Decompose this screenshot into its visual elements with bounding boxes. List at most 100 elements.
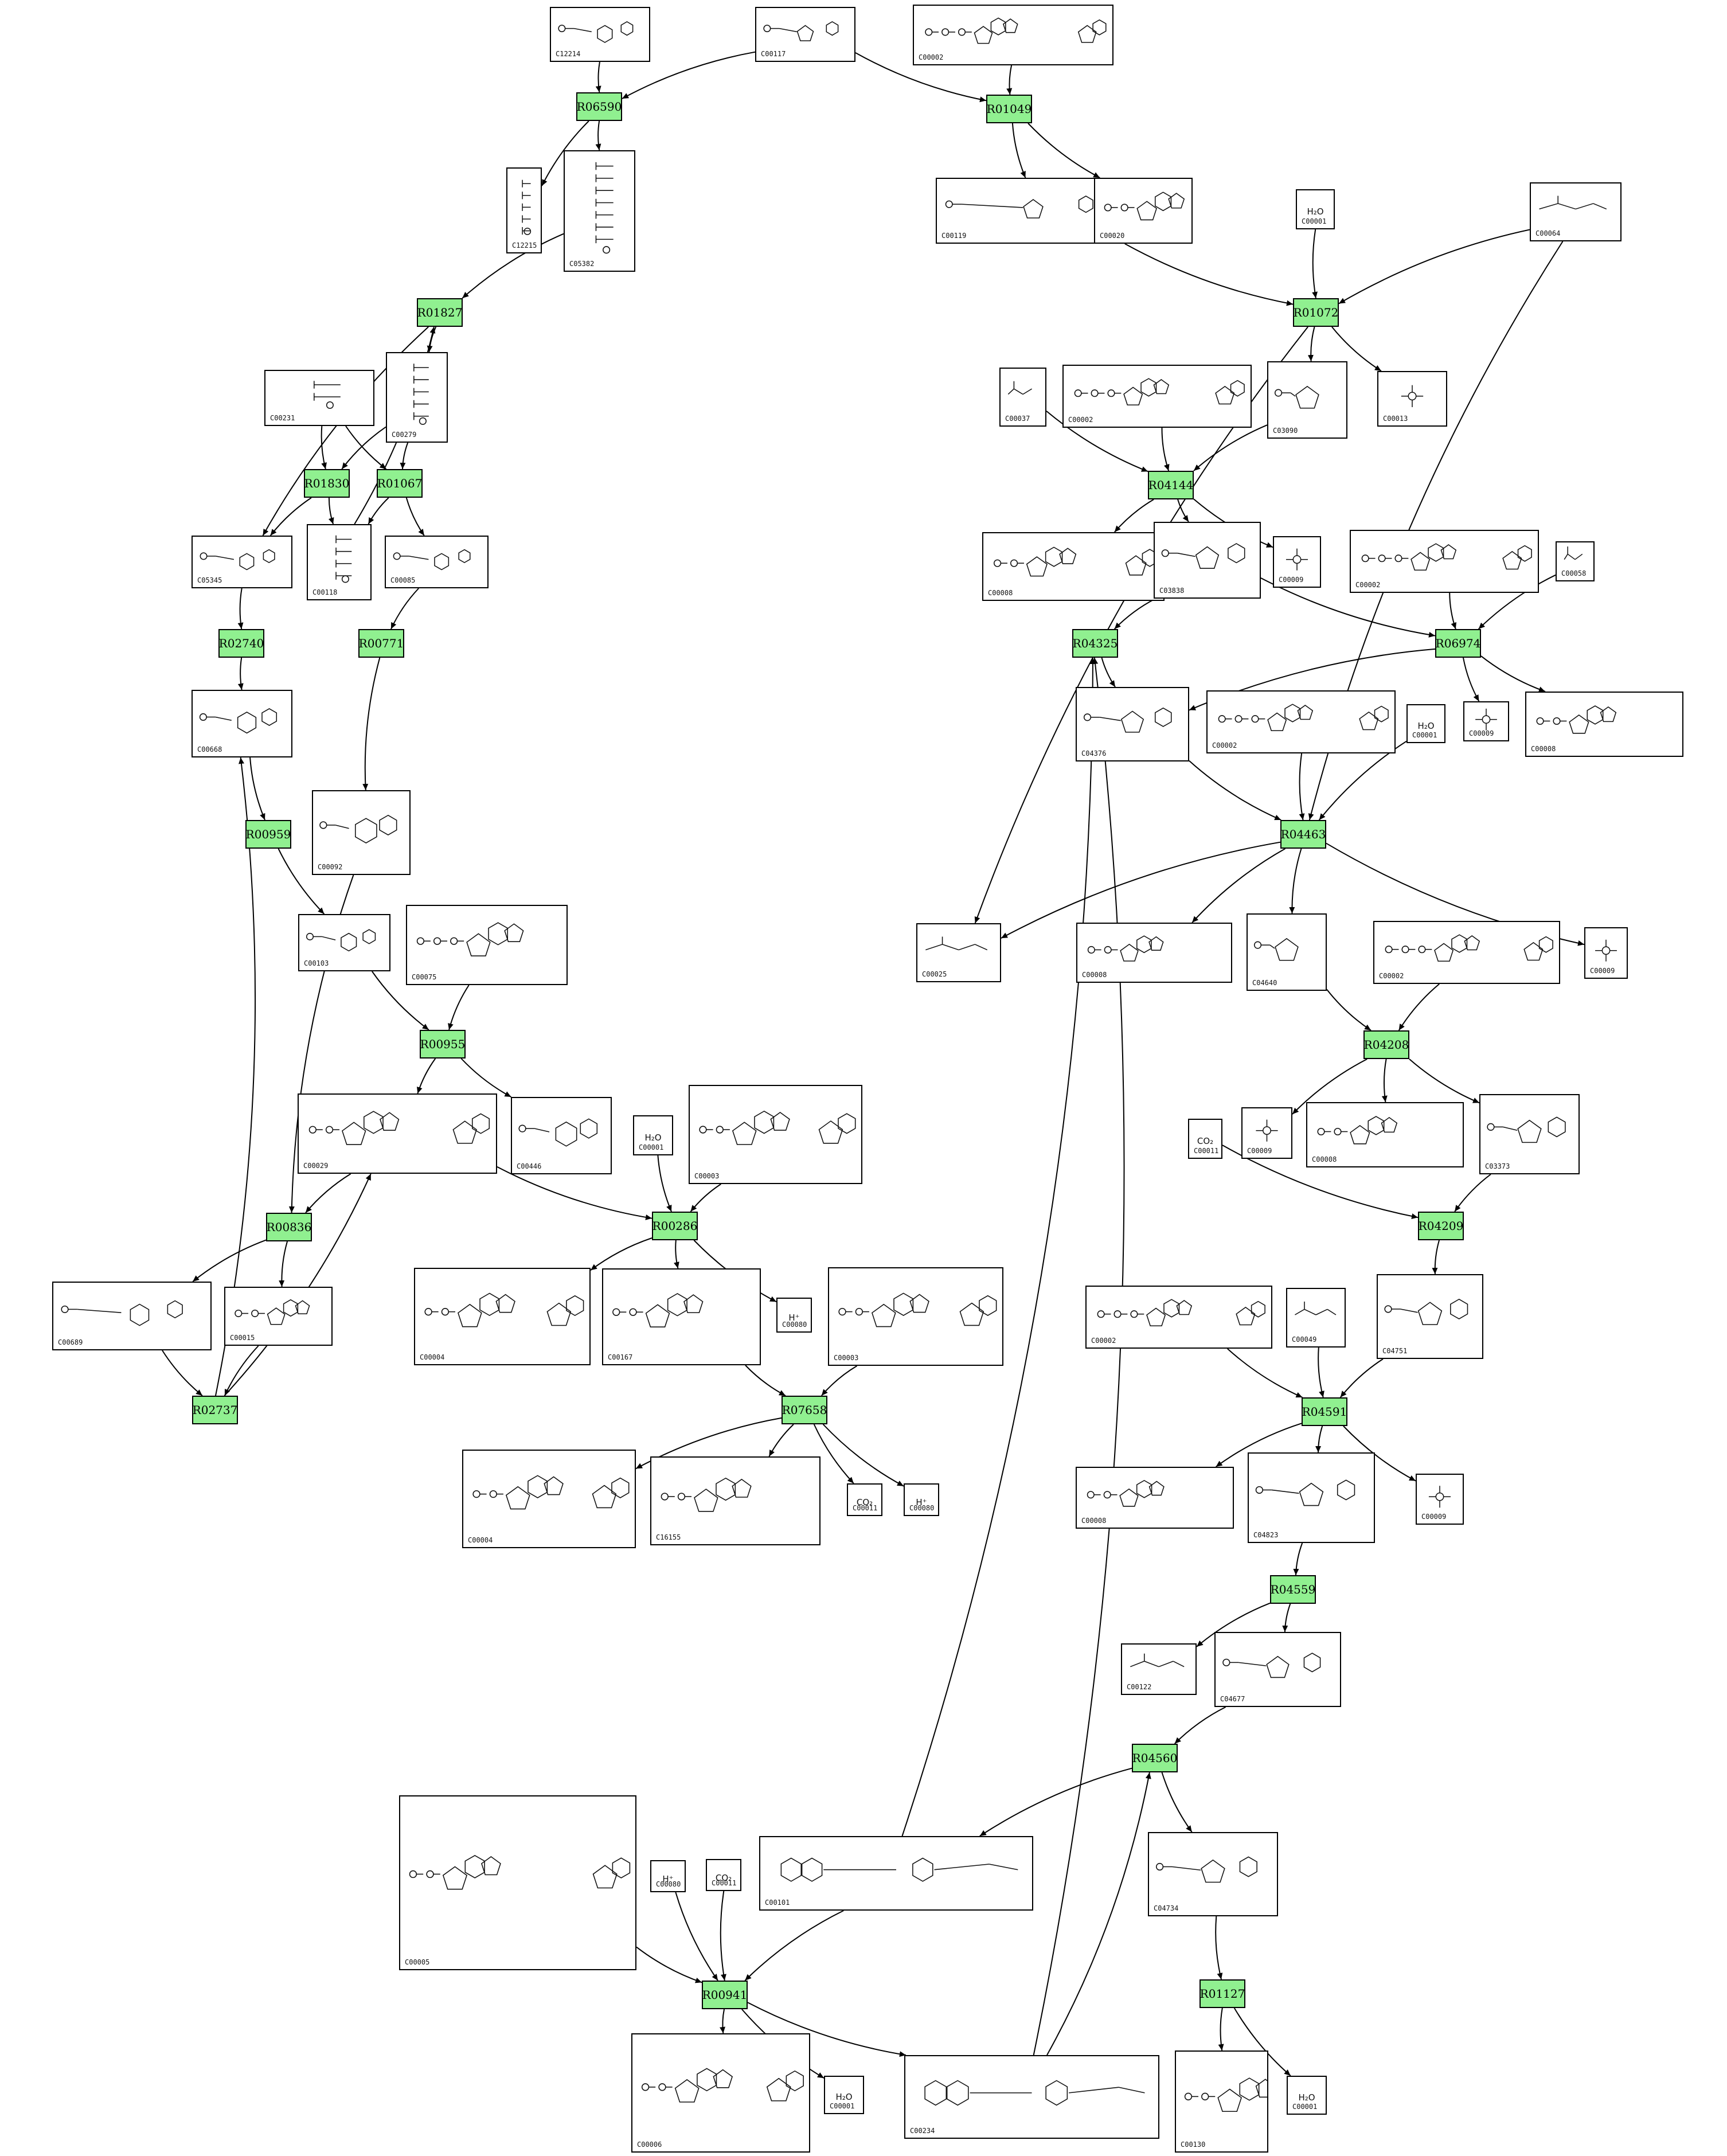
compound-c00075[interactable]: C00075 — [406, 905, 568, 985]
reaction-node-r01067[interactable]: R01067 — [377, 469, 423, 498]
reaction-node-r04559[interactable]: R04559 — [1270, 1575, 1316, 1604]
compound-c04376[interactable]: C04376 — [1076, 687, 1189, 761]
sugar-phosphate-structure-icon — [518, 1118, 598, 1147]
reaction-node-r04591[interactable]: R04591 — [1302, 1397, 1347, 1426]
reaction-node-r02737[interactable]: R02737 — [192, 1396, 238, 1424]
compound-c00049[interactable]: C00049 — [1286, 1288, 1346, 1348]
reaction-node-r01830[interactable]: R01830 — [304, 469, 350, 498]
reaction-node-r00771[interactable]: R00771 — [358, 629, 404, 658]
compound-c00103[interactable]: C00103 — [298, 914, 390, 971]
compound-c00002[interactable]: C00002 — [1085, 1286, 1272, 1349]
compound-c00080[interactable]: H⁺C00080 — [904, 1483, 939, 1516]
compound-c03838[interactable]: C03838 — [1154, 522, 1261, 599]
compound-c00015[interactable]: C00015 — [224, 1287, 333, 1346]
compound-c00009[interactable]: C00009 — [1416, 1474, 1464, 1525]
reaction-node-r01072[interactable]: R01072 — [1293, 298, 1339, 327]
compound-c00002[interactable]: C00002 — [1062, 365, 1252, 428]
compound-c00008[interactable]: C00008 — [982, 532, 1165, 601]
compound-c00689[interactable]: C00689 — [52, 1282, 212, 1350]
compound-c00101[interactable]: C00101 — [759, 1836, 1033, 1911]
reaction-node-r04325[interactable]: R04325 — [1072, 629, 1118, 658]
compound-c05382[interactable]: C05382 — [564, 150, 635, 272]
compound-c00117[interactable]: C00117 — [755, 7, 855, 62]
reaction-node-r02740[interactable]: R02740 — [218, 629, 264, 658]
compound-c00002[interactable]: C00002 — [1373, 921, 1560, 984]
compound-c00029[interactable]: C00029 — [298, 1093, 497, 1174]
reaction-node-r04209[interactable]: R04209 — [1418, 1212, 1464, 1240]
compound-c00009[interactable]: C00009 — [1584, 927, 1628, 979]
compound-c00058[interactable]: C00058 — [1556, 541, 1595, 581]
compound-c00002[interactable]: C00002 — [1350, 530, 1539, 593]
compound-c00122[interactable]: C00122 — [1121, 1643, 1197, 1695]
compound-c00009[interactable]: C00009 — [1273, 536, 1321, 588]
compound-c00008[interactable]: C00008 — [1076, 923, 1232, 983]
compound-c00446[interactable]: C00446 — [511, 1097, 612, 1174]
compound-c00004[interactable]: C00004 — [462, 1450, 636, 1548]
compound-c00025[interactable]: C00025 — [916, 923, 1001, 982]
compound-c00009[interactable]: C00009 — [1241, 1107, 1292, 1159]
compound-c00064[interactable]: C00064 — [1530, 182, 1621, 241]
compound-c00234[interactable]: C00234 — [904, 2055, 1159, 2139]
compound-c00080[interactable]: H⁺C00080 — [776, 1298, 812, 1333]
compound-c00167[interactable]: C00167 — [602, 1268, 761, 1365]
compound-id-label: C00037 — [1005, 415, 1030, 423]
reaction-node-r01049[interactable]: R01049 — [986, 95, 1032, 123]
compound-c00003[interactable]: C00003 — [689, 1085, 862, 1184]
compound-c00037[interactable]: C00037 — [999, 368, 1046, 427]
compound-c00009[interactable]: C00009 — [1463, 701, 1509, 741]
compound-c00003[interactable]: C00003 — [828, 1267, 1003, 1366]
reaction-node-r00286[interactable]: R00286 — [652, 1212, 698, 1240]
reaction-node-r04560[interactable]: R04560 — [1132, 1744, 1178, 1772]
compound-c00005[interactable]: C00005 — [399, 1795, 636, 1970]
compound-c00118[interactable]: C00118 — [307, 524, 372, 600]
compound-c00130[interactable]: C00130 — [1175, 2050, 1268, 2153]
compound-c00002[interactable]: C00002 — [913, 5, 1113, 65]
compound-c03373[interactable]: C03373 — [1479, 1094, 1580, 1174]
reaction-node-r06590[interactable]: R06590 — [576, 92, 622, 121]
compound-c00080[interactable]: H⁺C00080 — [650, 1860, 686, 1892]
reaction-node-r00959[interactable]: R00959 — [245, 820, 291, 849]
compound-id-label: C00668 — [197, 745, 222, 753]
compound-c00008[interactable]: C00008 — [1525, 692, 1683, 757]
reaction-node-r00941[interactable]: R00941 — [702, 1981, 748, 2009]
compound-c16155[interactable]: C16155 — [650, 1456, 820, 1545]
compound-c00002[interactable]: C00002 — [1206, 690, 1396, 753]
compound-c00279[interactable]: C00279 — [386, 352, 448, 443]
compound-c12215[interactable]: C12215 — [506, 167, 542, 253]
compound-c00004[interactable]: C00004 — [414, 1268, 591, 1365]
compound-c00008[interactable]: C00008 — [1306, 1102, 1464, 1167]
compound-c00006[interactable]: C00006 — [631, 2033, 810, 2153]
reaction-node-r04144[interactable]: R04144 — [1148, 471, 1194, 499]
compound-c00008[interactable]: C00008 — [1076, 1467, 1234, 1529]
reaction-node-r00955[interactable]: R00955 — [420, 1030, 466, 1059]
compound-c04823[interactable]: C04823 — [1248, 1452, 1375, 1543]
compound-c00092[interactable]: C00092 — [312, 790, 411, 875]
reaction-node-r07658[interactable]: R07658 — [782, 1396, 827, 1424]
compound-c03090[interactable]: C03090 — [1267, 361, 1347, 439]
compound-c00020[interactable]: C00020 — [1094, 178, 1193, 244]
compound-c00013[interactable]: C00013 — [1377, 371, 1447, 427]
reaction-node-r01827[interactable]: R01827 — [417, 298, 463, 327]
reaction-node-r00836[interactable]: R00836 — [266, 1213, 312, 1241]
compound-c04751[interactable]: C04751 — [1377, 1274, 1483, 1359]
compound-c00085[interactable]: C00085 — [385, 536, 489, 588]
compound-c00231[interactable]: C00231 — [264, 370, 374, 426]
compound-c04734[interactable]: C04734 — [1148, 1832, 1278, 1916]
reaction-node-r01127[interactable]: R01127 — [1199, 1979, 1245, 2008]
compound-c05345[interactable]: C05345 — [192, 536, 292, 588]
compound-c00668[interactable]: C00668 — [192, 690, 292, 757]
compound-c12214[interactable]: C12214 — [550, 7, 650, 62]
reaction-node-r04463[interactable]: R04463 — [1280, 820, 1326, 849]
compound-c04640[interactable]: C04640 — [1247, 913, 1327, 991]
reaction-node-r04208[interactable]: R04208 — [1363, 1030, 1409, 1059]
compound-c04677[interactable]: C04677 — [1214, 1632, 1341, 1707]
reaction-node-r06974[interactable]: R06974 — [1435, 629, 1481, 658]
